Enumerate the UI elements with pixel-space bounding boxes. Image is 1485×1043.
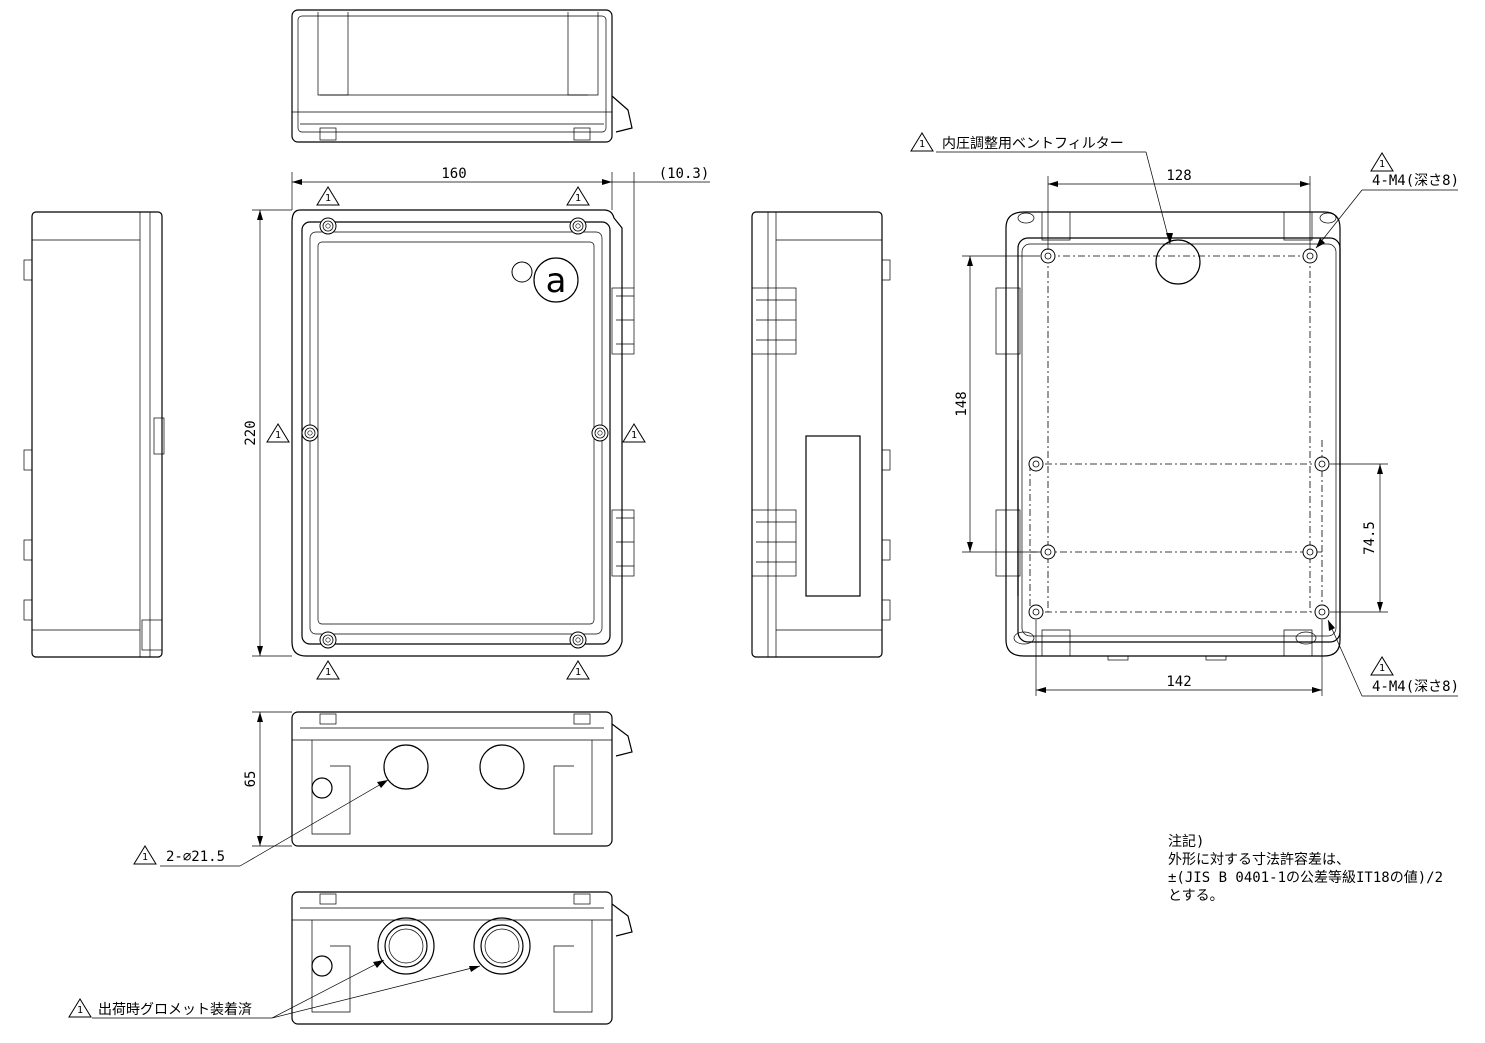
rev-mark-6: 1 bbox=[575, 667, 581, 678]
mount-hole-label-top: 4-M4(深さ8) bbox=[1372, 173, 1459, 189]
dim-160: 160 bbox=[441, 166, 466, 182]
grommet-callout: 1 出荷時グロメット装着済 bbox=[68, 959, 481, 1019]
rev-mark-4: 1 bbox=[631, 430, 637, 441]
rev-mark-2: 1 bbox=[575, 193, 581, 204]
cable-hole-callout: 1 2-∅21.5 bbox=[133, 779, 389, 867]
cable-hole-label: 2-∅21.5 bbox=[166, 849, 225, 865]
vent-filter-label: 内圧調整用ベントフィルター bbox=[942, 136, 1124, 152]
brand-logo: a bbox=[511, 257, 579, 303]
mount-hole-label-bottom: 4-M4(深さ8) bbox=[1372, 679, 1459, 695]
rev-mark-vent: 1 bbox=[919, 139, 925, 150]
dim-148: 148 bbox=[954, 391, 970, 416]
dim-220: 220 bbox=[243, 420, 259, 445]
mount-hole-callout-bottom: 1 4-M4(深さ8) bbox=[1327, 619, 1459, 697]
notes-line-1: 外形に対する寸法許容差は、 bbox=[1168, 851, 1350, 868]
front-view: a bbox=[291, 209, 635, 657]
top-view bbox=[291, 9, 633, 143]
vent-filter-callout: 1 内圧調整用ベントフィルター bbox=[910, 132, 1173, 245]
rev-mark-mount-top: 1 bbox=[1379, 159, 1385, 170]
bottom-view-holes bbox=[291, 711, 633, 847]
rear-dimensions: 128 148 142 74.5 bbox=[954, 168, 1388, 696]
notes-line-2: ±(JIS B 0401-1の公差等級IT18の値)/2 bbox=[1168, 869, 1443, 886]
rev-mark-grommet: 1 bbox=[77, 1005, 83, 1016]
logo-letter: a bbox=[546, 261, 567, 301]
dim-65: 65 bbox=[243, 771, 259, 788]
drawing-notes: 注記) 外形に対する寸法許容差は、 ±(JIS B 0401-1の公差等級IT1… bbox=[1168, 833, 1443, 904]
bottom-view-grommets bbox=[291, 891, 633, 1025]
rear-view bbox=[995, 211, 1341, 661]
rev-mark-5: 1 bbox=[325, 667, 331, 678]
rev-mark-mount-bottom: 1 bbox=[1379, 663, 1385, 674]
dim-142: 142 bbox=[1166, 674, 1191, 690]
rev-mark-3: 1 bbox=[275, 430, 281, 441]
depth-dimension: 65 bbox=[243, 711, 292, 847]
dim-74-5: 74.5 bbox=[1362, 521, 1378, 555]
front-dimensions: 160 (10.3) 220 1 1 1 1 1 1 bbox=[243, 166, 710, 680]
left-side-view bbox=[23, 211, 165, 658]
right-side-view bbox=[751, 211, 891, 658]
rev-mark-cable: 1 bbox=[142, 852, 148, 863]
dim-128: 128 bbox=[1166, 168, 1191, 184]
notes-line-3: とする。 bbox=[1168, 888, 1224, 904]
dim-10-3: (10.3) bbox=[659, 166, 710, 182]
rev-mark-1: 1 bbox=[325, 193, 331, 204]
mount-hole-callout-top: 1 4-M4(深さ8) bbox=[1315, 152, 1459, 249]
grommet-label: 出荷時グロメット装着済 bbox=[98, 1002, 252, 1018]
notes-title: 注記) bbox=[1168, 833, 1204, 850]
